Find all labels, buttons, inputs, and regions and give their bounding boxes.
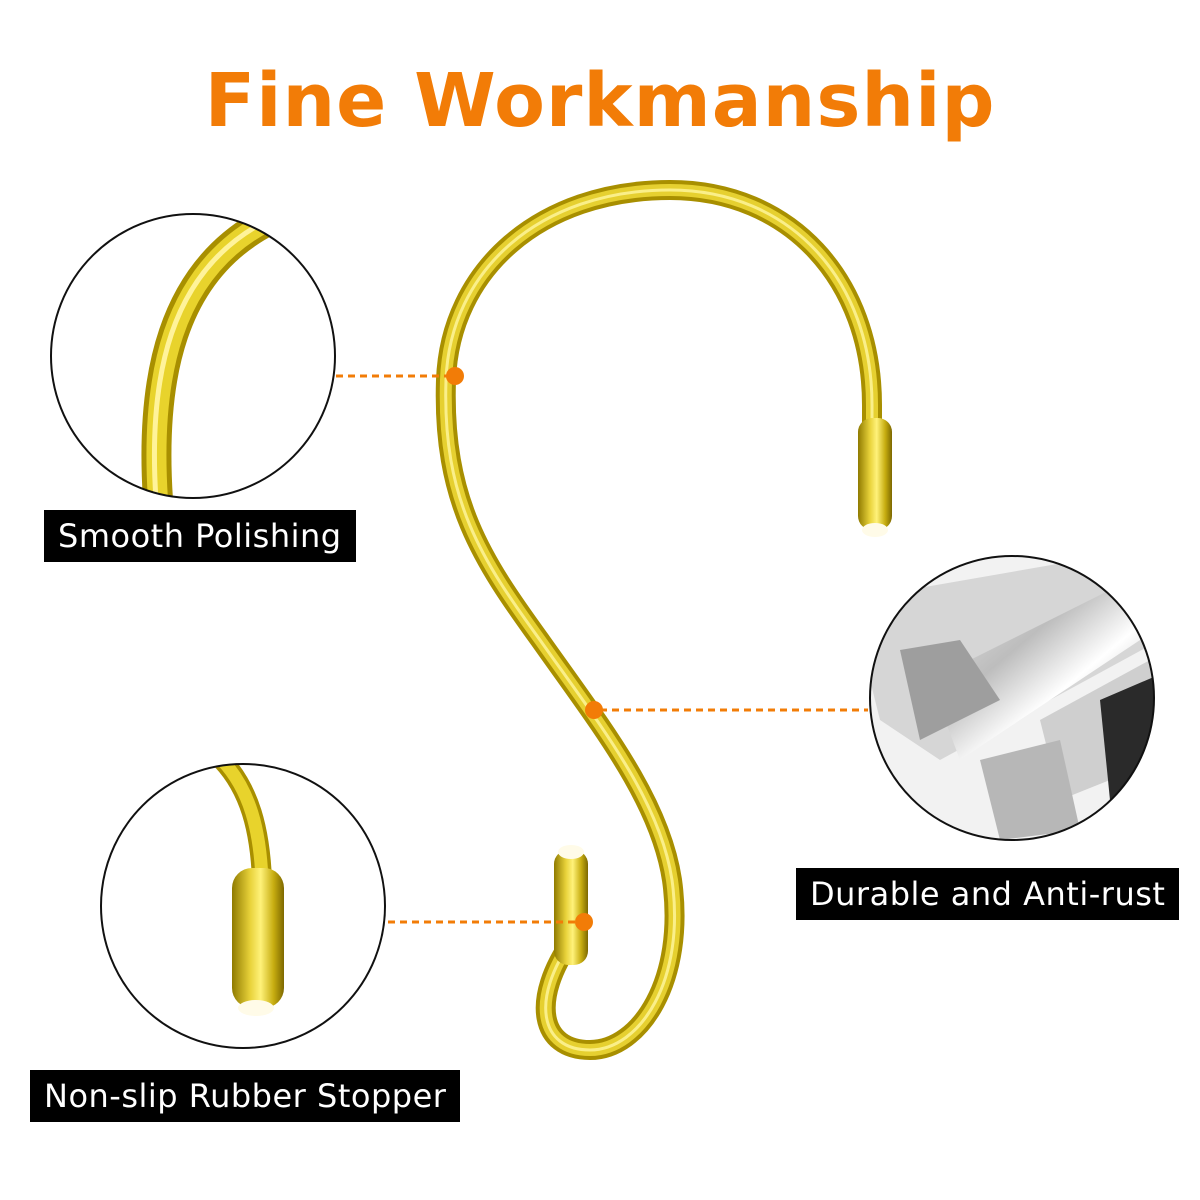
label-durable-anti-rust: Durable and Anti-rust (796, 868, 1180, 920)
label-non-slip-stopper: Non-slip Rubber Stopper (30, 1070, 461, 1122)
callout-stopper (388, 913, 593, 931)
zoom-circle-stopper (100, 763, 386, 1049)
page-title: Fine Workmanship (204, 58, 996, 144)
callout-durable (585, 701, 868, 719)
label-smooth-polishing: Smooth Polishing (44, 510, 356, 562)
callout-smooth (336, 367, 464, 385)
s-hook (435, 179, 892, 1061)
zoom-circle-durable (869, 555, 1155, 841)
top-stopper (858, 418, 892, 537)
bottom-stopper (554, 845, 588, 965)
zoom-circle-smooth (50, 213, 336, 499)
